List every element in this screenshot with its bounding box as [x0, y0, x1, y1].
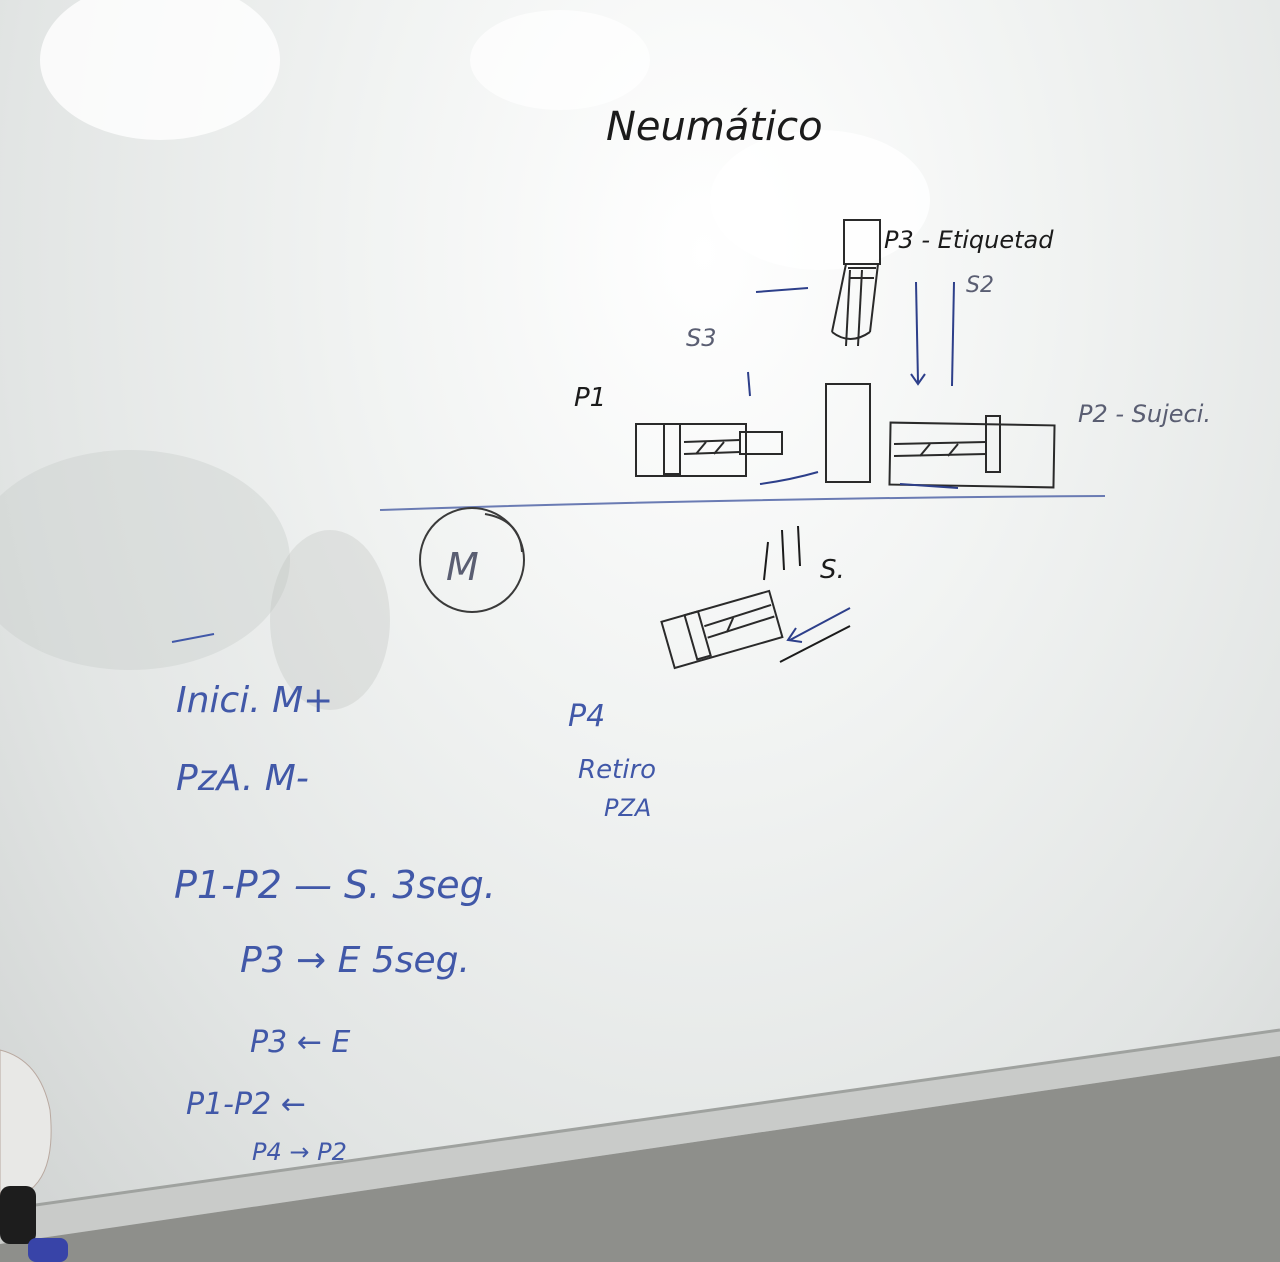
label-p4: P4	[568, 699, 605, 734]
sensor-line	[951, 281, 955, 387]
shadow-area	[0, 450, 290, 670]
glare-spot	[40, 0, 280, 140]
label-retiro: Retiro	[578, 755, 656, 785]
marker	[0, 1186, 36, 1244]
sensor-marks	[763, 525, 801, 581]
arrow-p4	[786, 607, 851, 643]
arrow-down	[915, 281, 919, 383]
note-line: P4 → P2	[252, 1138, 347, 1166]
note-line: PzA. M-	[176, 758, 309, 799]
note-line: P1-P2 ←	[186, 1087, 306, 1122]
label-s2: S2	[966, 273, 994, 298]
label-p2: P2 - Sujeci.	[1078, 400, 1211, 428]
workpiece-drawing	[825, 383, 871, 483]
marker-tray	[0, 1030, 1280, 1244]
arrow-p2	[899, 483, 959, 489]
label-s3: S3	[686, 324, 717, 352]
note-line: P1-P2 — S. 3seg.	[174, 863, 496, 907]
sensor-line-p4	[779, 625, 851, 663]
label-s-sensor: S.	[820, 555, 845, 585]
motor-circle	[419, 507, 525, 613]
cylinder-p3-drawing	[831, 219, 881, 347]
conveyor-line	[379, 495, 1106, 511]
sequence-notes: Inici. M+ PzA. M- P1-P2 — S. 3seg. P3 → …	[171, 633, 496, 1166]
board-title: Neumático	[606, 104, 823, 150]
note-line: Inici. M+	[176, 680, 333, 721]
arrow-sensor	[755, 287, 809, 293]
note-underline	[171, 633, 215, 643]
sensor-s3-mark	[747, 371, 751, 397]
cylinder-p4-drawing	[660, 589, 784, 670]
motor-rotation-mark	[484, 513, 523, 553]
note-line: P3 ← E	[250, 1025, 350, 1060]
shadow-area	[270, 530, 390, 710]
label-p1: P1	[574, 383, 606, 413]
label-p3: P3 - Etiquetad	[884, 226, 1054, 254]
note-line: P3 → E 5seg.	[240, 940, 470, 981]
label-motor: M	[446, 545, 479, 589]
arrow-p1	[759, 471, 819, 485]
label-pza: PZA	[604, 794, 651, 822]
cylinder-p2-drawing	[888, 415, 1056, 489]
board-frame-edge	[0, 1028, 1280, 1212]
glare-spot	[470, 10, 650, 110]
wall-below-board	[0, 1056, 1280, 1262]
cylinder-p1-drawing	[635, 423, 783, 477]
hand	[0, 1049, 52, 1201]
glare-spot	[710, 130, 930, 270]
arrow-head	[910, 373, 926, 386]
marker-cap	[28, 1238, 68, 1262]
